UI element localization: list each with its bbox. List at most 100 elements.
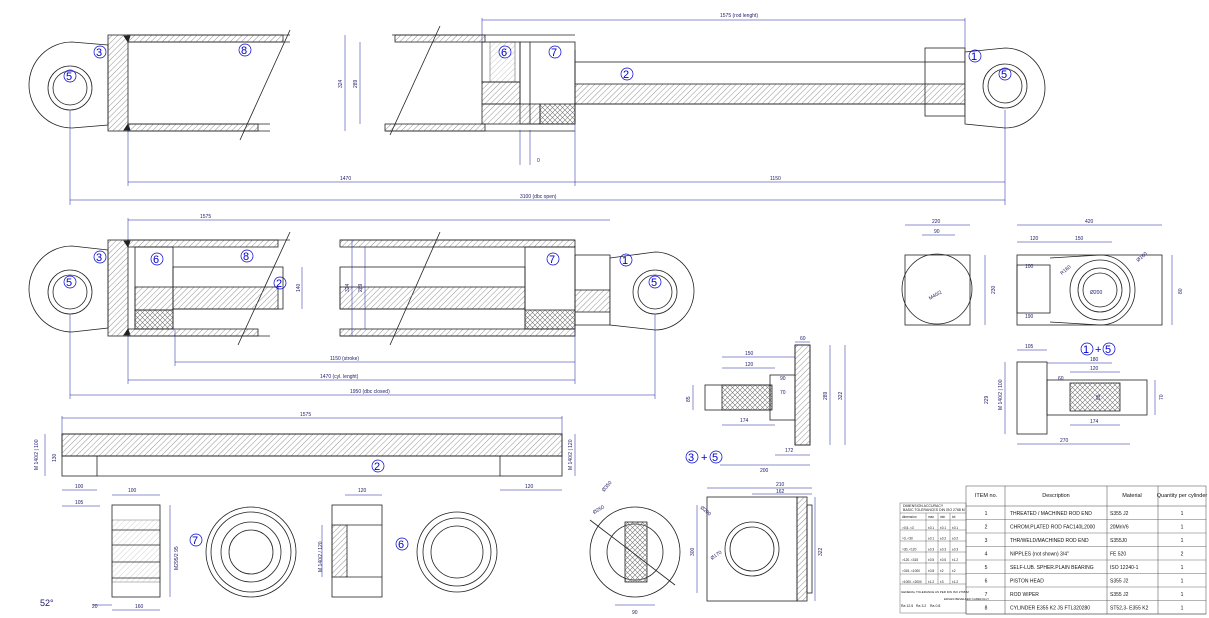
bom-cell-6-1: ROD WIPER <box>1010 592 1039 598</box>
bom-cell-1-0: 2 <box>985 525 988 531</box>
dim-rod-end-left: 100 <box>75 484 84 490</box>
tol-cell-3-1: ±0.3 <box>928 547 934 551</box>
bom-cell-5-1: PISTON HEAD <box>1010 579 1044 585</box>
tol-cell-4-2: ±0.5 <box>940 558 946 562</box>
dim-tr90: 90 <box>934 229 940 235</box>
dim-c60: 60 <box>800 336 806 342</box>
dim-tr420: 420 <box>1085 219 1094 225</box>
dim-c322: 322 <box>838 391 844 400</box>
bom-cell-7-3: 1 <box>1181 606 1184 612</box>
bom-cell-2-3: 1 <box>1181 538 1184 544</box>
dim-rod-thread-left: M 140/2 | 100 <box>34 439 40 470</box>
bom-cell-1-3: 1 <box>1181 525 1184 531</box>
dim-r1-60: 60 <box>1058 376 1064 382</box>
bom-cell-0-0: 1 <box>985 511 988 517</box>
dim-tr190: 190 <box>1025 314 1034 320</box>
dim-rod-len: 1575 <box>300 412 311 418</box>
tol-cell-4-3: ±1.2 <box>952 558 958 562</box>
bom-cell-2-1: THR/WELD/MACHINED ROD END <box>1010 538 1089 544</box>
label-5-top-left: 5 <box>66 71 72 83</box>
tol-cell-0-1: max <box>928 515 934 519</box>
bom-cell-4-3: 1 <box>1181 565 1184 571</box>
label-6-wiper: 6 <box>398 539 404 551</box>
bom-cell-0-3: 1 <box>1181 511 1184 517</box>
dim-f322: 322 <box>818 547 824 556</box>
tol-edge: EDGES BEVELLED CAREFULLY <box>944 597 989 601</box>
rod-detail-text: 1575 M 140/2 | 100 130 M 140/2 | 120 100… <box>34 412 574 506</box>
tol-cell-3-3: ±0.3 <box>952 547 958 551</box>
bom-cell-5-3: 1 <box>1181 579 1184 585</box>
bom-cell-2-0: 3 <box>985 538 988 544</box>
dim-mid-cyl-len: 1470 (cyl. lenght) <box>320 374 359 380</box>
dim-mid-stroke: 1150 (stroke) <box>330 356 359 362</box>
assembly-open-text: 1575 (rod lenght) 1470 1150 3100 (dbc op… <box>63 13 1012 200</box>
dim-h2: 289 <box>353 79 359 88</box>
bom-cell-6-2: S355 J2 <box>1110 592 1129 598</box>
label-1-mid: 1 <box>622 255 628 267</box>
bom-cell-7-1: CYLINDER E355 K2 JS FTL320280 <box>1010 606 1090 612</box>
detail-1-5 <box>1004 349 1156 445</box>
bom-row-lines <box>966 519 1206 615</box>
dim-angle: 52° <box>40 598 54 608</box>
dim-c90: 90 <box>780 376 786 382</box>
dim-c85: 85 <box>686 396 692 402</box>
bom-cell-3-2: FE 520 <box>1110 552 1126 558</box>
dim-rod-length: 1575 (rod lenght) <box>720 13 758 19</box>
tol-cell-0-0: dimension <box>902 515 917 519</box>
tol-cell-3-0: >30..<120 <box>902 547 917 551</box>
tol-cell-4-1: ±0.5 <box>928 558 934 562</box>
tol-title2: BASIC TOLERANCES DIN ISO 2768 M <box>903 508 965 512</box>
dim-tr-phi200: Ø200 <box>1090 290 1102 296</box>
bom-cell-5-0: 6 <box>985 579 988 585</box>
label-8-top: 8 <box>241 45 247 57</box>
bom-cell-7-0: 8 <box>985 606 988 612</box>
dim-mid-h1: 324 <box>345 283 351 292</box>
bom-cell-3-3: 2 <box>1181 552 1184 558</box>
label-7-piston: 7 <box>192 535 198 547</box>
tol-cell-6-0: >1000..<2000 <box>902 580 922 584</box>
tol-note: GENERAL TOLERANCE AS PER DIN ISO 2768 M <box>901 590 969 594</box>
bom-cell-6-3: 1 <box>1181 592 1184 598</box>
tol-surface-1: Ra 3.2 <box>916 604 926 608</box>
dim-r1-120: 120 <box>1090 366 1099 372</box>
label-2-rod: 2 <box>374 461 380 473</box>
bom-cell-6-0: 7 <box>985 592 988 598</box>
tol-cell-0-2: min <box>940 515 945 519</box>
tol-cell-6-2: ±3 <box>940 580 944 584</box>
dim-piston-sub: 20 <box>92 604 98 610</box>
dim-tr-phi160: Ø160 <box>1135 251 1148 264</box>
rod-end-3-5 <box>692 341 846 466</box>
dim-c174: 174 <box>740 418 749 424</box>
dim-stroke: 1150 <box>770 176 781 182</box>
dim-f210: 210 <box>776 482 785 488</box>
tol-cell-5-3: ±2 <box>952 569 956 573</box>
tol-surface-2: Ra 0.8 <box>930 604 940 608</box>
dim-rod-dia: 130 <box>52 453 58 462</box>
bom-cell-3-0: 4 <box>985 552 988 558</box>
dim-f-phi-170: Ø170 <box>710 550 724 562</box>
tol-cell-2-0: >3..<30 <box>902 537 913 541</box>
tol-cell-1-2: ±0.1 <box>940 526 946 530</box>
tol-cell-1-1: ±0.1 <box>928 526 934 530</box>
dim-c120: 120 <box>745 362 754 368</box>
label-1-detail: 1 <box>1083 344 1089 356</box>
dim-mid-cyl: 1575 <box>200 214 211 220</box>
dim-r1-m: M 140/2 | 100 <box>998 379 1004 410</box>
tol-cell-5-1: ±0.8 <box>928 569 934 573</box>
label-7-mid: 7 <box>549 254 555 266</box>
label-8-mid: 8 <box>243 251 249 263</box>
assembly-closed <box>28 218 695 399</box>
dim-r1-85: 85 <box>1096 394 1102 400</box>
label-5-mid-left: 5 <box>66 277 72 289</box>
dim-c150: 150 <box>745 351 754 357</box>
tol-cell-4-0: >120..<315 <box>902 558 918 562</box>
dim-r1-70: 70 <box>1159 394 1165 400</box>
flange-detail <box>589 487 816 606</box>
piston-detail <box>92 494 498 611</box>
tol-cell-0-3: tol <box>952 515 956 519</box>
tolerance-table-text: DIMENSION ACCURACY BASIC TOLERANCES DIN … <box>901 504 989 608</box>
dim-f300: 300 <box>690 547 696 556</box>
plus-3-5: + <box>701 452 707 464</box>
dim-piston-len: 160 <box>135 604 144 610</box>
